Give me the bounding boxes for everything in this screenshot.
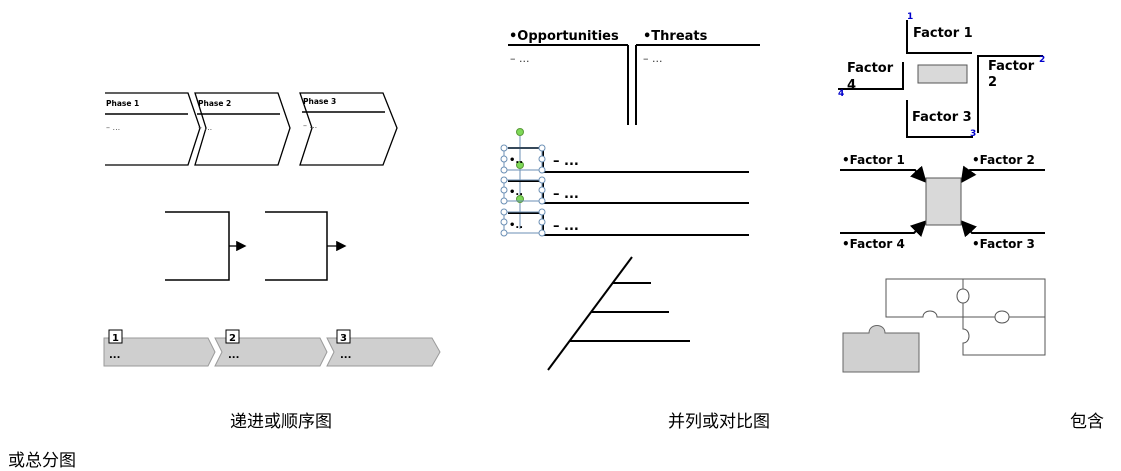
- phase-2-item: – ...: [198, 123, 212, 132]
- svg-text:•..: •..: [509, 155, 523, 166]
- list-item: •.. – ...: [500, 176, 749, 205]
- chevron-phase-1: [105, 92, 201, 166]
- puzzle-piece-detached: [842, 325, 920, 373]
- converge-factor-1: •Factor 1: [842, 153, 905, 167]
- list-item: •.. – ...: [500, 208, 749, 237]
- svg-text:•..: •..: [509, 187, 523, 198]
- bracket-2: [265, 211, 328, 281]
- chevron-phase-2: [194, 92, 291, 166]
- factor-3-label: Factor 3: [912, 110, 972, 125]
- caption-progressive: 递进或顺序图: [230, 412, 332, 432]
- step-3-shape: [326, 337, 441, 367]
- step-2-badge: [225, 329, 240, 344]
- caption-parallel: 并列或对比图: [668, 412, 770, 432]
- step-1-shape: [103, 337, 216, 367]
- bracket-1: [165, 211, 230, 281]
- chevron-phase-3: [299, 92, 398, 166]
- factor-2-label-b: 2: [988, 75, 997, 90]
- phase-2-label: Phase 2: [198, 99, 231, 108]
- four-factors: Factor 1 Factor 2 Factor 3 Factor 4 1 2 …: [838, 12, 1045, 139]
- list-row-2-text: – ...: [553, 187, 579, 202]
- comparison-t-chart: •Opportunities •Threats – ... – ...: [508, 29, 760, 125]
- branch-diagram: [547, 256, 690, 371]
- puzzle-piece-bottom-right: [962, 316, 1046, 356]
- puzzle: [842, 278, 1046, 373]
- center-box: [917, 64, 968, 84]
- opportunities-heading: •Opportunities: [509, 29, 619, 44]
- caption-inclusive-b: 或总分图: [8, 451, 76, 471]
- factor-2-number: 2: [1039, 55, 1045, 65]
- step-3-text: ...: [340, 350, 351, 361]
- phase-1-label: Phase 1: [106, 99, 139, 108]
- phase-3-item: – ...: [303, 121, 317, 130]
- caption-inclusive-a: 包含: [1070, 412, 1104, 432]
- phase-3-label: Phase 3: [303, 97, 336, 106]
- chevron-process: Phase 1 Phase 2 Phase 3 – ... – ... – ..…: [105, 92, 398, 166]
- step-1-text: ...: [109, 350, 120, 361]
- threats-heading: •Threats: [643, 29, 708, 44]
- step-1-number: 1: [112, 333, 119, 344]
- step-3-number: 3: [340, 333, 347, 344]
- svg-text:•..: •..: [509, 220, 523, 231]
- puzzle-piece-top-left: [885, 278, 964, 318]
- list-row-1-text: – ...: [553, 154, 579, 169]
- converging-factors: •Factor 1 •Factor 2 •Factor 4 •Factor 3: [840, 153, 1045, 251]
- step-2-text: ...: [228, 350, 239, 361]
- factor-4-label-a: Factor: [847, 61, 894, 76]
- factor-1-number: 1: [907, 12, 913, 22]
- factor-1-label: Factor 1: [913, 26, 973, 41]
- opportunities-item: – ...: [510, 52, 530, 65]
- factor-4-number: 4: [838, 89, 844, 99]
- list-row-3-text: – ...: [553, 219, 579, 234]
- threats-item: – ...: [643, 52, 663, 65]
- parallel-list: •.. – ... •.. – ... •.. – ..: [500, 128, 749, 237]
- step-2-shape: [214, 337, 328, 367]
- factor-4-label-b: 4: [847, 78, 856, 93]
- converge-factor-2: •Factor 2: [972, 153, 1035, 167]
- phase-1-item: – ...: [106, 123, 120, 132]
- converge-factor-4: •Factor 4: [842, 237, 905, 251]
- step-2-number: 2: [229, 333, 236, 344]
- bracket-flow: [165, 211, 347, 281]
- step-1-badge: [108, 329, 123, 344]
- factor-2-label-a: Factor: [988, 59, 1035, 74]
- converge-factor-3: •Factor 3: [972, 237, 1035, 251]
- factor-3-number: 3: [970, 129, 976, 139]
- list-item: •.. – ...: [500, 144, 749, 174]
- puzzle-piece-top-right: [962, 278, 1046, 318]
- step-3-badge: [336, 329, 351, 344]
- convergence-box: [925, 177, 962, 226]
- numbered-steps: 1 2 3 ... ... ...: [103, 329, 441, 367]
